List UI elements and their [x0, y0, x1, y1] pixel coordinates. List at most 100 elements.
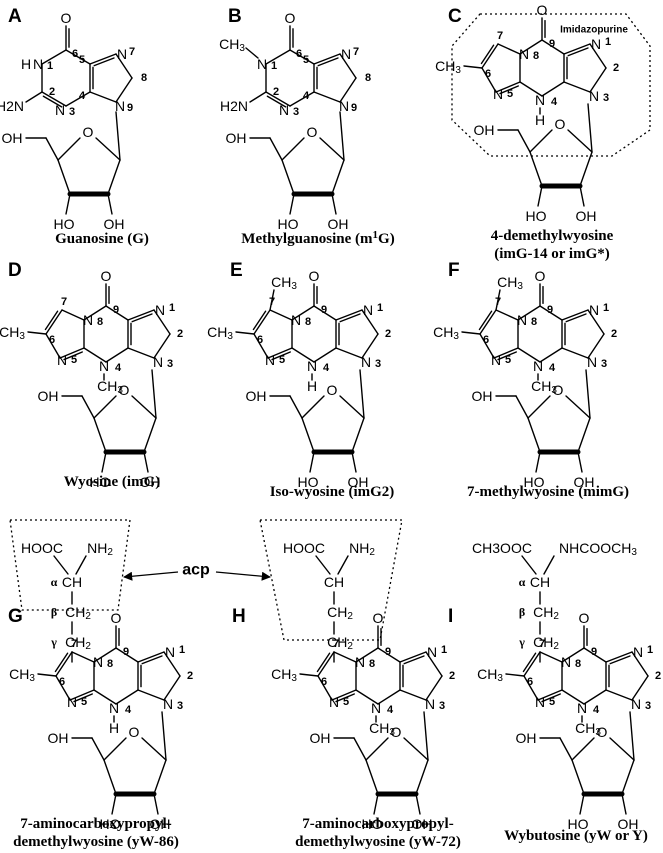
bond-line [587, 309, 605, 335]
bond-line [291, 347, 315, 363]
bond-line [317, 675, 333, 701]
bond-line [83, 347, 107, 363]
bond-line [127, 309, 155, 321]
bond-line [163, 651, 181, 677]
bond-line [333, 651, 357, 663]
bond-line [111, 793, 117, 815]
ring-number: 2 [613, 62, 619, 74]
bond-line [61, 309, 85, 321]
bond-line [497, 351, 517, 361]
bond-line [577, 451, 583, 473]
bond-line [269, 289, 275, 311]
hydroxyl-label: OH [516, 730, 537, 746]
ring-number: 1 [647, 644, 653, 656]
bond-line [481, 43, 499, 69]
ring-number: 6 [257, 334, 263, 346]
hydroxyl-label: HO [90, 474, 111, 490]
ring-number: 6 [527, 676, 533, 688]
ring-number: 5 [71, 354, 77, 366]
bond-line [399, 651, 427, 663]
bond-line [44, 310, 59, 331]
hydroxyl-label: HO [100, 816, 121, 832]
ring-number: 5 [81, 696, 87, 708]
ring-number: 3 [603, 92, 609, 104]
nitrogen-label: N [355, 654, 365, 670]
ring-number: 8 [533, 50, 539, 62]
structure-7-methylwyosine: OCH3NNNNN987654123CH3CH3OOHHOOH [433, 268, 617, 490]
ring-number: 5 [505, 354, 511, 366]
bond-line [281, 137, 305, 161]
panel-caption: demethylwyosine (yW-86) [13, 834, 179, 850]
ribose-oxygen: O [391, 724, 402, 740]
bond-line [59, 347, 85, 359]
bond-line [359, 369, 365, 419]
methyl-label: CH3 [435, 58, 461, 76]
hydroxyl-label: OH [226, 130, 247, 146]
bond-line [537, 185, 543, 207]
bond-line [629, 711, 635, 761]
methyl-label: CH3 [271, 274, 297, 292]
bond-line [361, 309, 379, 335]
nitrogen-label: N [591, 36, 601, 52]
alpha-carbon-label: CH [324, 574, 344, 590]
hydroxyl-label: HO [54, 216, 75, 232]
ring-number: 3 [601, 358, 607, 370]
nitrogen-label: N [265, 352, 275, 368]
bond-line [127, 347, 155, 359]
bond-line [271, 351, 291, 361]
ring-number: 8 [531, 316, 537, 328]
bond-line [107, 159, 121, 195]
bond-line [605, 689, 633, 701]
bond-line [45, 333, 61, 359]
bond-line [75, 555, 87, 575]
hydrogen-label: H [109, 720, 119, 736]
bond-line [399, 689, 427, 701]
nitrogen-label: N [493, 86, 503, 102]
bond-line [151, 369, 157, 419]
ring-number: 9 [321, 304, 327, 316]
nitrogen-label: N [339, 98, 349, 114]
bond-line [131, 395, 157, 419]
bond-line [57, 137, 81, 161]
bond-line [153, 759, 167, 795]
bond-line [115, 111, 121, 161]
nitrogen-label: N [361, 354, 371, 370]
bond-line [561, 309, 589, 321]
ring-number: 3 [69, 106, 75, 118]
panel-letter: G [8, 606, 23, 627]
bond-line [541, 81, 565, 97]
bond-line [253, 309, 271, 335]
bond-line [563, 81, 591, 93]
ring-number: 7 [539, 638, 545, 650]
amino-label: H2N [220, 98, 248, 114]
ring-number: 3 [439, 700, 445, 712]
bond-line [83, 305, 107, 321]
ring-number: 2 [49, 86, 55, 98]
amino-label: NH2 [87, 540, 113, 558]
ring-number: 6 [72, 48, 78, 60]
panel-caption: Wyosine (imG) [64, 474, 161, 490]
ring-number: 2 [611, 328, 617, 340]
bond-line [319, 137, 345, 161]
bond-line [521, 555, 537, 575]
hydroxyl-label: OH [310, 730, 331, 746]
ring-number: 1 [605, 36, 611, 48]
gamma-marker: γ [518, 635, 525, 649]
nitrogen-label: N [67, 694, 77, 710]
ring-number: 1 [271, 60, 277, 72]
bond-line [463, 65, 483, 69]
ring-number: 1 [47, 60, 53, 72]
nitrogen-label: N [33, 56, 43, 72]
ribose-oxygen: O [129, 724, 140, 740]
bond-line [337, 555, 349, 575]
bond-line [423, 711, 429, 761]
acp-box [9, 519, 131, 611]
hydroxyl-label: OH [150, 816, 171, 832]
methyl-label: CH3 [477, 666, 503, 684]
ring-number: 8 [369, 658, 375, 670]
methyl-label: CH3 [207, 324, 233, 342]
bond-line [299, 673, 319, 677]
bond-line [115, 53, 133, 79]
methyl-label: CH3 [433, 324, 459, 342]
bond-line [543, 555, 555, 575]
